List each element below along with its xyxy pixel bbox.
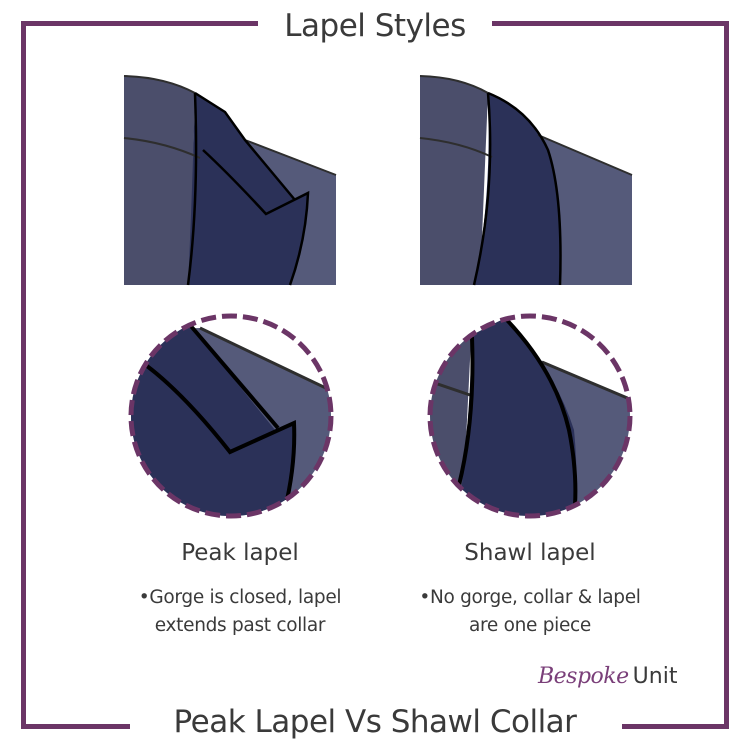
peak-lapel-description-line-2: extends past collar	[154, 615, 326, 636]
footer-title-text: Peak Lapel Vs Shawl Collar	[163, 704, 587, 740]
peak-lapel-description-line-1: •Gorge is closed, lapel	[138, 587, 342, 608]
shawl-lapel-detail-circle	[427, 313, 633, 519]
shawl-lapel-description-line-1: •No gorge, collar & lapel	[419, 587, 641, 608]
brand-script-word: Bespoke	[538, 664, 629, 689]
shawl-lapel-illustration	[419, 75, 633, 286]
footer-title: Peak Lapel Vs Shawl Collar	[0, 700, 750, 744]
peak-lapel-detail-circle	[128, 313, 334, 519]
shawl-lapel-name: Shawl lapel	[464, 540, 596, 566]
page-title-text: Lapel Styles	[274, 8, 476, 44]
shawl-lapel-description-line-2: are one piece	[468, 615, 592, 636]
page-title: Lapel Styles	[0, 4, 750, 48]
brand-unit-word: Unit	[632, 664, 678, 689]
peak-lapel-illustration	[123, 75, 337, 286]
peak-lapel-name: Peak lapel	[181, 540, 299, 566]
brand-logo: Bespoke Unit	[538, 664, 677, 698]
shawl-lapel-description: •No gorge, collar & lapel are one piece	[380, 584, 680, 640]
peak-lapel-description: •Gorge is closed, lapel extends past col…	[90, 584, 390, 640]
frame-border	[21, 21, 729, 729]
